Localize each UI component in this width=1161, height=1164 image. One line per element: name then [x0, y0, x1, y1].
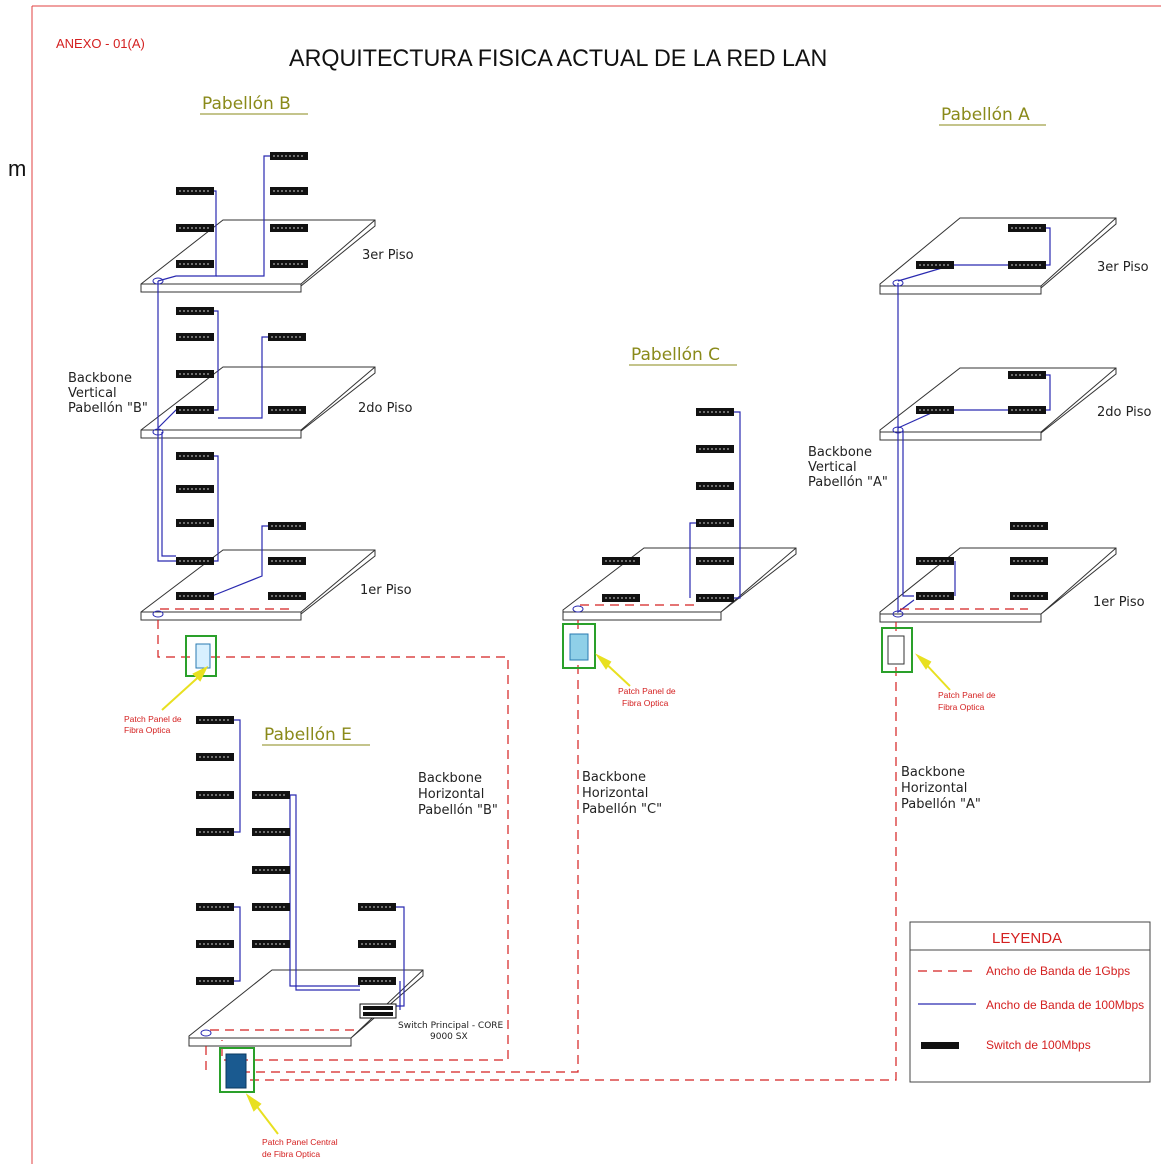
floor-label-a1: 1er Piso: [1093, 595, 1145, 610]
patch-b-inner: [195, 643, 211, 669]
fiber-b-drop: [157, 620, 509, 1061]
pabellon-b-heading: Pabellón B: [202, 94, 291, 114]
patch-a-frame: [881, 627, 913, 673]
riser-b1: [152, 610, 164, 618]
floor-plates: [140, 217, 1117, 1047]
legend-switch-icon: [921, 1042, 959, 1049]
backbone-horizontal-c-2: Horizontal: [582, 786, 648, 801]
backbone-vertical-a-3: Pabellón "A": [808, 475, 888, 490]
utp-b1-right: [211, 525, 268, 597]
switches: [176, 152, 1048, 1019]
legend-title: LEYENDA: [992, 930, 1062, 947]
utp-b-backbone: [157, 281, 176, 562]
legend-fiber-label: Ancho de Banda de 1Gbps: [986, 964, 1130, 978]
backbone-horizontal-b-3: Pabellón "B": [418, 803, 498, 818]
pabellon-e-heading: Pabellón E: [264, 725, 352, 745]
plate-a-2: [879, 367, 1117, 441]
floor-label-a2: 2do Piso: [1097, 405, 1152, 420]
utp-b2-left: [157, 310, 219, 429]
backbone-horizontal-a-2: Horizontal: [901, 781, 967, 796]
utp-a-backbone: [897, 283, 915, 614]
utp-e-left-2: [234, 906, 241, 982]
backbone-horizontal-c-3: Pabellón "C": [582, 802, 662, 817]
plate-b-1: [140, 549, 376, 621]
patch-a-caption-2: Fibra Optica: [938, 702, 985, 712]
patch-c-inner: [569, 633, 589, 661]
floor-label-a3: 3er Piso: [1097, 260, 1149, 275]
fiber-a-horizontal: [240, 622, 897, 1081]
plate-b-2: [140, 366, 376, 439]
patch-c-caption-2: Fibra Optica: [622, 698, 669, 708]
legend-box: [909, 921, 1151, 1083]
utp-e-left: [234, 719, 241, 833]
core-switch-caption-2: 9000 SX: [430, 1032, 468, 1042]
arrow-b-head: [192, 665, 209, 682]
patch-panel-a: [881, 627, 913, 673]
arrow-c-head: [595, 653, 612, 670]
patch-b-caption-2: Fibra Optica: [124, 725, 171, 735]
pabellon-a-heading: Pabellón A: [941, 105, 1030, 125]
patch-c-frame: [562, 623, 596, 669]
backbone-vertical-b-3: Pabellón "B": [68, 401, 148, 416]
pabellon-c-heading: Pabellón C: [631, 345, 720, 365]
arrow-central-head: [245, 1093, 262, 1112]
core-switch-caption-1: Switch Principal - CORE: [398, 1021, 504, 1031]
riser-e: [200, 1029, 212, 1037]
plate-a-1: [879, 547, 1117, 623]
arrow-a-head: [915, 653, 932, 670]
backbone-horizontal-a-3: Pabellón "A": [901, 797, 981, 812]
patch-central-caption-2: de Fibra Optica: [262, 1149, 320, 1159]
plate-c-1: [562, 547, 797, 621]
core-switch-module: [363, 1012, 393, 1016]
backbone-vertical-b-2: Vertical: [68, 386, 117, 401]
plate-b-3: [140, 219, 376, 293]
utp-b1-left: [212, 455, 219, 562]
backbone-vertical-a-1: Backbone: [808, 445, 872, 460]
utp-b3-right: [216, 155, 270, 277]
utp-e-center: [288, 794, 360, 991]
stray-character: m: [8, 156, 26, 181]
backbone-horizontal-c-1: Backbone: [582, 770, 646, 785]
utp-c-links: [689, 522, 696, 598]
utp-b2-right: [218, 336, 268, 419]
page-title: ARQUITECTURA FISICA ACTUAL DE LA RED LAN: [289, 46, 827, 72]
floor-label-b3: 3er Piso: [362, 248, 414, 263]
patch-b-caption-1: Patch Panel de: [124, 714, 182, 724]
fiber-c-horizontal: [222, 620, 579, 1073]
patch-panel-central: [219, 1047, 255, 1093]
backbone-vertical-b-1: Backbone: [68, 371, 132, 386]
floor-label-b2: 2do Piso: [358, 401, 413, 416]
patch-central-frame: [219, 1047, 255, 1093]
utp-e-center-2: [289, 795, 360, 987]
utp-a-backbone-2: [902, 430, 914, 597]
backbone-horizontal-b-1: Backbone: [418, 771, 482, 786]
legend-switch-label: Switch de 100Mbps: [986, 1038, 1091, 1052]
patch-central-caption-1: Patch Panel Central: [262, 1137, 338, 1147]
legend-utp-label: Ancho de Banda de 100Mbps: [986, 998, 1144, 1012]
fiber-cabling: [157, 604, 1028, 1081]
patch-central-inner: [225, 1053, 247, 1089]
plate-a-3: [879, 217, 1117, 295]
utp-c-vertical: [734, 411, 741, 599]
annex-label: ANEXO - 01(A): [56, 36, 145, 51]
backbone-vertical-a-2: Vertical: [808, 460, 857, 475]
backbone-horizontal-a-1: Backbone: [901, 765, 965, 780]
patch-panel-c: [562, 623, 596, 669]
pointer-arrows: [161, 653, 951, 1135]
patch-c-caption-1: Patch Panel de: [618, 686, 676, 696]
utp-b-backbone-2: [161, 432, 176, 557]
patch-a-caption-1: Patch Panel de: [938, 690, 996, 700]
legend: LEYENDA Ancho de Banda de 1Gbps Ancho de…: [909, 921, 1151, 1083]
floor-label-b1: 1er Piso: [360, 583, 412, 598]
backbone-horizontal-b-2: Horizontal: [418, 787, 484, 802]
riser-c1: [572, 605, 584, 613]
patch-a-inner: [887, 635, 905, 665]
core-switch-module: [363, 1006, 393, 1010]
